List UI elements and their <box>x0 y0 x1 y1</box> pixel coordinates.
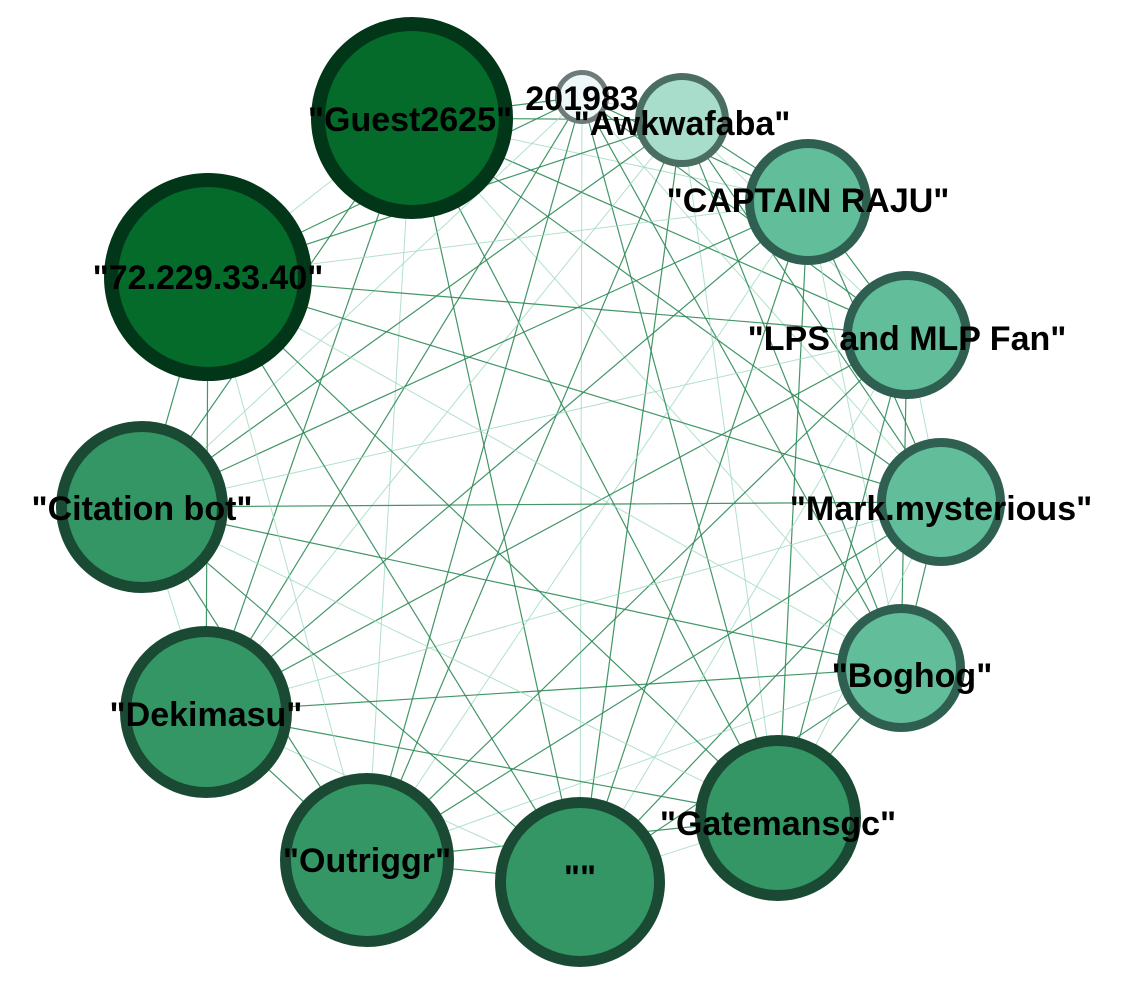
edge-captain-raju-boghog <box>807 201 902 669</box>
node-boghog[interactable] <box>837 604 965 732</box>
node-n201983[interactable] <box>555 70 609 124</box>
node-label-empty: "" <box>564 859 596 897</box>
edge-guest2625-boghog <box>411 117 902 669</box>
edge-mark-mysterious-dekimasu <box>205 501 942 713</box>
edge-mark-mysterious-outriggr <box>366 501 942 861</box>
edge-awkwafaba-mark-mysterious <box>681 119 942 503</box>
edge-empty-citation-bot <box>141 506 581 883</box>
edge-n201983-citation-bot <box>141 96 583 508</box>
node-label-n201983: 201983 <box>525 80 638 118</box>
edge-boghog-outriggr <box>366 667 902 861</box>
node-citation-bot[interactable] <box>56 421 228 593</box>
edge-boghog-citation-bot <box>141 506 902 669</box>
edge-awkwafaba-empty <box>579 119 683 883</box>
edge-lps-mlp-fan-ip-72-229-33-40 <box>207 276 908 336</box>
edge-lps-mlp-fan-citation-bot <box>141 334 908 508</box>
node-label-ip-72-229-33-40: "72.229.33.40" <box>93 259 324 297</box>
edge-n201983-empty <box>579 96 583 883</box>
node-label-lps-mlp-fan: "LPS and MLP Fan" <box>748 320 1067 358</box>
edge-mark-mysterious-ip-72-229-33-40 <box>207 276 942 503</box>
node-ip-72-229-33-40[interactable] <box>104 173 312 381</box>
edge-guest2625-mark-mysterious <box>411 117 942 503</box>
edge-awkwafaba-outriggr <box>366 119 683 861</box>
edge-gatemansgc-citation-bot <box>141 506 779 819</box>
edge-boghog-dekimasu <box>205 667 902 713</box>
edge-guest2625-gatemansgc <box>411 117 779 819</box>
edge-awkwafaba-citation-bot <box>141 119 683 508</box>
edge-lps-mlp-fan-gatemansgc <box>777 334 908 819</box>
edge-n201983-mark-mysterious <box>581 96 942 503</box>
node-label-citation-bot: "Citation bot" <box>31 490 252 528</box>
node-label-captain-raju: "CAPTAIN RAJU" <box>667 182 950 220</box>
edge-captain-raju-citation-bot <box>141 201 809 508</box>
node-label-boghog: "Boghog" <box>832 657 993 695</box>
label-layer: "Guest2625" 201983"Awkwafaba" "CAPTAIN RAJ… <box>31 80 1092 897</box>
node-label-dekimasu: "Dekimasu" <box>110 696 303 734</box>
node-label-awkwafaba: "Awkwafaba" <box>574 105 791 143</box>
edge-lps-mlp-fan-dekimasu <box>205 334 908 713</box>
node-gatemansgc[interactable] <box>695 735 861 901</box>
node-guest2625[interactable] <box>311 17 513 219</box>
node-outriggr[interactable] <box>280 773 454 947</box>
edge-awkwafaba-gatemansgc <box>681 119 779 819</box>
node-awkwafaba[interactable] <box>635 73 729 167</box>
edge-mark-mysterious-citation-bot <box>141 501 942 508</box>
node-label-guest2625: "Guest2625" <box>308 101 512 139</box>
edge-empty-ip-72-229-33-40 <box>207 276 581 883</box>
node-empty[interactable] <box>495 797 665 967</box>
node-label-gatemansgc: "Gatemansgc" <box>660 805 896 843</box>
edge-guest2625-outriggr <box>366 117 413 861</box>
edge-lps-mlp-fan-outriggr <box>366 334 908 861</box>
node-layer <box>56 17 1005 967</box>
edge-n201983-outriggr <box>366 96 583 861</box>
edge-awkwafaba-boghog <box>681 119 902 669</box>
edge-n201983-lps-mlp-fan <box>581 96 908 336</box>
edge-boghog-ip-72-229-33-40 <box>207 276 902 669</box>
edge-guest2625-dekimasu <box>205 117 413 713</box>
node-mark-mysterious[interactable] <box>877 438 1005 566</box>
edge-captain-raju-dekimasu <box>205 201 809 713</box>
edge-n201983-boghog <box>581 96 902 669</box>
edge-captain-raju-gatemansgc <box>777 201 809 819</box>
node-label-mark-mysterious: "Mark.mysterious" <box>790 490 1092 528</box>
edge-gatemansgc-ip-72-229-33-40 <box>207 276 779 819</box>
node-lps-mlp-fan[interactable] <box>843 271 971 399</box>
edge-mark-mysterious-empty <box>579 501 942 883</box>
node-label-outriggr: "Outriggr" <box>283 842 451 880</box>
edge-awkwafaba-dekimasu <box>205 119 683 713</box>
edge-guest2625-empty <box>411 117 581 883</box>
edge-captain-raju-outriggr <box>366 201 809 861</box>
edge-n201983-dekimasu <box>205 96 583 713</box>
node-dekimasu[interactable] <box>120 626 292 798</box>
edge-gatemansgc-dekimasu <box>205 711 779 819</box>
node-captain-raju[interactable] <box>745 139 871 265</box>
